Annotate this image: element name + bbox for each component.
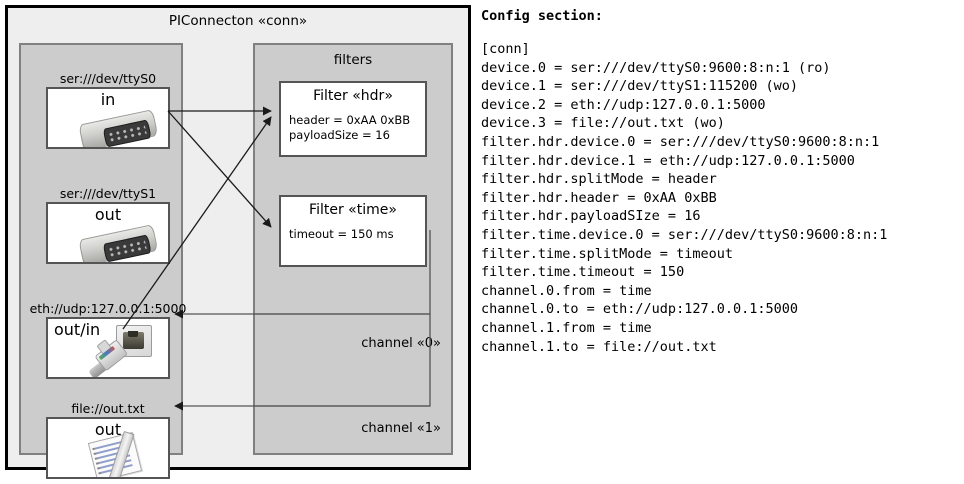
config-lines: [conn] device.0 = ser:///dev/ttyS0:9600:8…: [481, 40, 959, 356]
filter-hdr-title: Filter «hdr»: [313, 88, 393, 104]
device-box-file-out-txt[interactable]: out: [46, 417, 170, 479]
config-heading: Config section:: [481, 8, 603, 24]
config-line-4: device.3 = file://out.txt (wo): [481, 115, 725, 132]
devices-panel: ser:///dev/ttyS0 in ser:///dev/ttyS1 out: [19, 43, 186, 479]
config-line-16: channel.1.to = file://out.txt: [481, 338, 717, 355]
architecture-diagram: PIConnecton «conn» ser:///dev/ttyS0 in s…: [5, 5, 471, 479]
serial-port-icon: [77, 106, 159, 147]
text-file-icon: [87, 430, 143, 477]
serial-port-icon: [77, 221, 159, 262]
config-line-15: channel.1.from = time: [481, 319, 652, 336]
device-ser-ttyS1[interactable]: ser:///dev/ttyS1 out: [46, 185, 170, 264]
filter-time-title: Filter «time»: [309, 202, 397, 218]
filter-hdr-props: header = 0xAA 0xBB payloadSize = 16: [289, 113, 425, 143]
device-label-ser-ttyS1: ser:///dev/ttyS1: [59, 186, 157, 201]
config-line-6: filter.hdr.device.1 = eth://udp:127.0.0.…: [481, 152, 855, 169]
device-label-file-out-txt: file://out.txt: [71, 401, 145, 416]
device-ser-ttyS0[interactable]: ser:///dev/ttyS0 in: [46, 70, 170, 149]
config-line-0: [conn]: [481, 41, 530, 57]
device-box-eth-udp[interactable]: out/in: [46, 317, 170, 379]
device-io-file-out-txt: out: [94, 420, 122, 439]
filter-hdr-prop-payload-size: payloadSize = 16: [289, 128, 390, 142]
config-line-9: filter.hdr.payloadSIze = 16: [481, 208, 701, 225]
config-line-7: filter.hdr.splitMode = header: [481, 171, 717, 188]
device-io-ser-ttyS0: in: [100, 90, 116, 109]
filter-time-props: timeout = 150 ms: [289, 227, 425, 242]
config-line-1: device.0 = ser:///dev/ttyS0:9600:8:n:1 (…: [481, 59, 831, 76]
config-line-3: device.2 = eth://udp:127.0.0.1:5000: [481, 96, 766, 113]
config-line-5: filter.hdr.device.0 = ser:///dev/ttyS0:9…: [481, 133, 880, 150]
filter-time-prop-timeout: timeout = 150 ms: [289, 227, 394, 241]
device-io-ser-ttyS1: out: [94, 205, 122, 224]
channel-0-label: channel «0»: [361, 336, 441, 351]
config-section: Config section: [conn] device.0 = ser:///…: [481, 8, 959, 356]
device-label-ser-ttyS0: ser:///dev/ttyS0: [59, 71, 157, 86]
device-eth-udp[interactable]: eth://udp:127.0.0.1:5000 out/in: [30, 300, 186, 379]
diagram-title: PIConnecton «conn»: [168, 13, 308, 29]
config-line-14: channel.0.to = eth://udp:127.0.0.1:5000: [481, 301, 798, 318]
config-line-10: filter.time.device.0 = ser:///dev/ttyS0:…: [481, 226, 888, 243]
config-line-2: device.1 = ser:///dev/ttyS1:115200 (wo): [481, 78, 798, 95]
config-line-8: filter.hdr.header = 0xAA 0xBB: [481, 189, 717, 206]
filter-hdr-prop-header: header = 0xAA 0xBB: [289, 113, 411, 127]
device-io-eth-udp: out/in: [54, 320, 101, 339]
config-line-13: channel.0.from = time: [481, 282, 652, 299]
filters-panel-title: filters: [333, 52, 373, 68]
config-line-12: filter.time.timeout = 150: [481, 264, 685, 281]
filter-hdr[interactable]: Filter «hdr» header = 0xAA 0xBB payloadS…: [279, 81, 427, 157]
config-line-11: filter.time.splitMode = timeout: [481, 245, 733, 262]
filter-time[interactable]: Filter «time» timeout = 150 ms: [279, 195, 427, 267]
device-file-out-txt[interactable]: file://out.txt out: [46, 400, 170, 479]
filters-panel: filters Filter «hdr» header = 0xAA 0xBB …: [253, 43, 453, 455]
device-box-ser-ttyS1[interactable]: out: [46, 202, 170, 264]
channel-1-label: channel «1»: [361, 421, 441, 436]
device-label-eth-udp: eth://udp:127.0.0.1:5000: [29, 301, 187, 316]
device-box-ser-ttyS0[interactable]: in: [46, 87, 170, 149]
